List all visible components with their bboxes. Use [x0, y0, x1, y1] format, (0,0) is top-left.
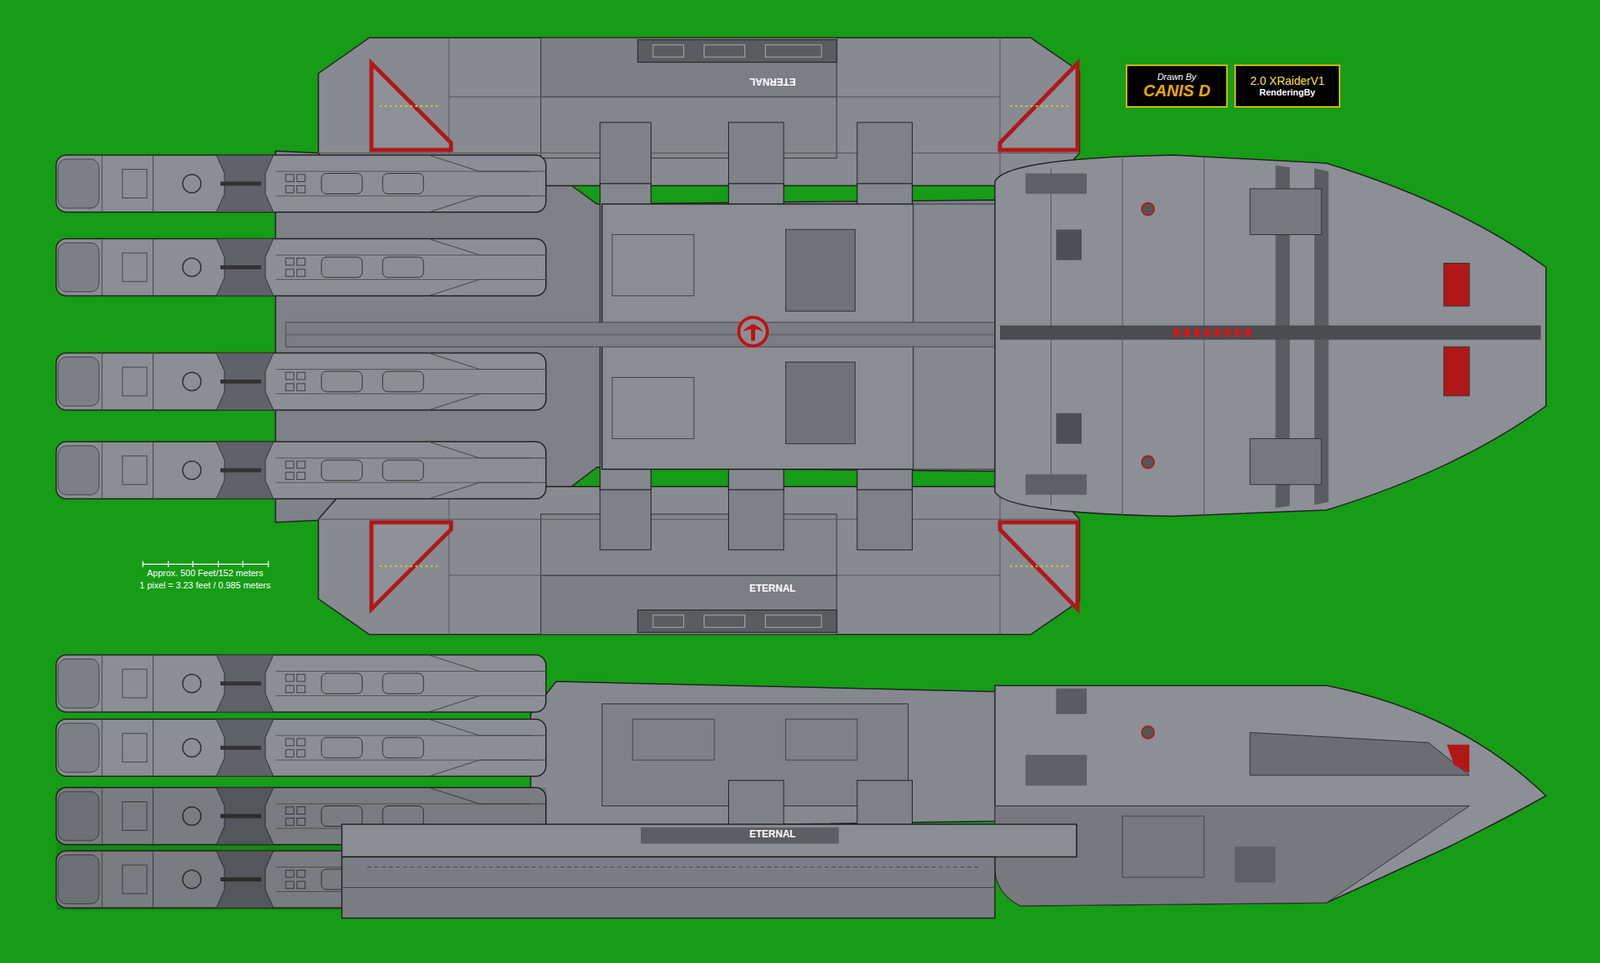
- hull-detail: [56, 441, 547, 499]
- hull-detail: [242, 561, 244, 569]
- hull-detail: [632, 719, 715, 760]
- hull-detail: [56, 353, 547, 411]
- hull-detail: [1194, 328, 1201, 338]
- hull-detail: [1444, 263, 1470, 307]
- hull-detail: [1122, 816, 1205, 878]
- hull-detail: [1025, 474, 1087, 495]
- hull-detail: [1249, 188, 1322, 235]
- hull-detail: [995, 155, 1547, 517]
- scale-note: 1 pixel = 3.23 feet / 0.985 meters: [139, 580, 272, 591]
- hull-detail: [142, 561, 269, 569]
- hull-detail: [1224, 328, 1232, 338]
- hull-detail: [285, 322, 1000, 347]
- hull-detail: [1056, 413, 1082, 445]
- hull-detail: [786, 229, 856, 312]
- credit-text: CANIS D: [1142, 81, 1210, 101]
- hull-detail: [1142, 203, 1155, 216]
- hull-detail: [192, 561, 194, 569]
- hull-detail: [1249, 439, 1322, 485]
- hull-detail: [1444, 346, 1470, 396]
- hull-detail: [342, 824, 1077, 858]
- hull-detail: [56, 719, 547, 777]
- hull-detail: [217, 561, 219, 569]
- hull-detail: [168, 561, 169, 569]
- hull-detail: [738, 317, 768, 347]
- scale-note: Approx. 500 Feet/152 meters: [146, 568, 263, 578]
- hull-detail: [857, 780, 913, 827]
- credit-box: 2.0 XRaiderV1RenderingBy: [1234, 64, 1341, 108]
- hull-detail: [786, 719, 858, 760]
- hull-detail: [1173, 328, 1181, 338]
- hull-detail: [367, 866, 980, 868]
- hull-detail: [530, 681, 996, 829]
- hull-detail: [342, 857, 996, 919]
- hull-detail: [1214, 328, 1222, 338]
- hull-detail: [267, 561, 269, 569]
- hull-detail: [742, 324, 764, 342]
- hull-detail: [142, 561, 143, 569]
- hull-detail: [1183, 328, 1191, 338]
- credit-box: Drawn ByCANIS D: [1125, 64, 1228, 108]
- hull-detail: [1447, 745, 1471, 774]
- hull-detail: [1249, 733, 1470, 777]
- hull-detail: [1244, 328, 1252, 338]
- hull-detail: [142, 564, 269, 565]
- hull-detail: [1025, 755, 1087, 787]
- hull-marking: ETERNAL: [749, 829, 796, 840]
- hull-detail: [56, 655, 547, 713]
- hull-detail: [285, 334, 1000, 336]
- credit-text: 2.0 XRaiderV1: [1249, 74, 1325, 88]
- hull-detail: [318, 486, 1080, 635]
- hull-detail: [56, 155, 547, 213]
- hull-detail: [995, 685, 1547, 907]
- hull-detail: [728, 780, 785, 827]
- hull-detail: [1056, 229, 1082, 261]
- hull-detail: [1173, 328, 1252, 338]
- hull-detail: [1204, 328, 1211, 338]
- hull-detail: [612, 235, 694, 297]
- hull-detail: [56, 239, 547, 297]
- hull-detail: [1056, 688, 1088, 715]
- credit-text: RenderingBy: [1259, 87, 1316, 98]
- hull-detail: [342, 887, 996, 889]
- hull-detail: [1000, 325, 1542, 341]
- hull-detail: [640, 827, 840, 845]
- hull-detail: [1235, 328, 1242, 338]
- hull-detail: [612, 377, 694, 440]
- hull-detail: [1142, 456, 1155, 469]
- hull-detail: [1142, 726, 1155, 739]
- credit-text: Drawn By: [1157, 71, 1197, 83]
- hull-marking: ETERNAL: [749, 583, 796, 595]
- hull-detail: [1025, 173, 1087, 195]
- hull-detail: [786, 362, 856, 445]
- hull-marking: ETERNAL: [749, 75, 796, 87]
- hull-detail: [1235, 847, 1276, 884]
